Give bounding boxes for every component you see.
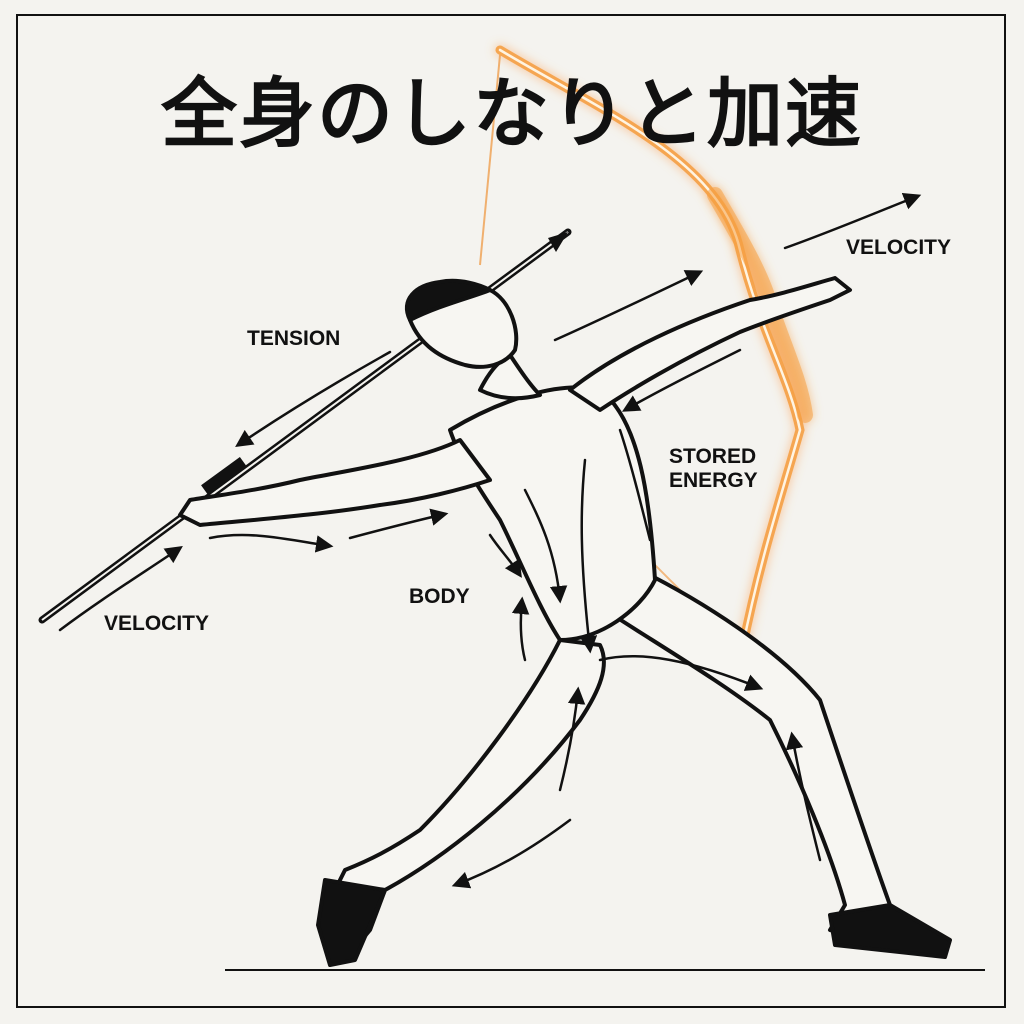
arrow-icon [598,654,764,691]
label-energy: ENERGY [669,469,758,492]
arrow-icon [558,686,586,792]
arrow-icon [523,488,568,604]
arrow-icon [618,428,652,542]
label-body: BODY [409,585,470,608]
label-stored-energy: STORED ENERGY [669,445,758,493]
label-tension: TENSION [247,327,341,350]
arrow-icon [348,508,449,540]
arrow-icon [488,533,522,578]
arrow-icon [621,348,742,412]
arrow-icon [451,818,572,889]
arrow-icon [208,533,334,553]
label-stored: STORED [669,445,757,468]
athlete-figure [178,276,952,967]
arrow-icon [58,546,183,632]
arrow-icon [579,458,598,654]
outer-frame [16,14,1006,1008]
bow-string-upper [479,54,501,266]
arrow-icon [785,731,822,862]
label-velocity-right: VELOCITY [846,236,952,259]
arrow-icon [553,270,704,342]
arrow-icon [783,193,922,250]
arrow-icon [235,350,392,447]
label-velocity-left: VELOCITY [104,612,210,635]
arrow-icon [511,596,530,662]
motion-arrows [58,193,922,889]
diagram-title: 全身のしなりと加速 [161,69,863,158]
